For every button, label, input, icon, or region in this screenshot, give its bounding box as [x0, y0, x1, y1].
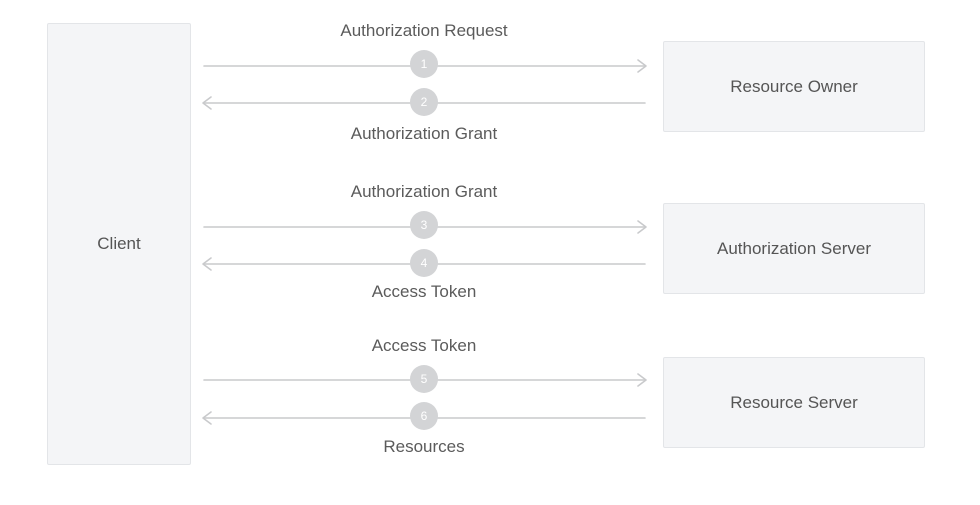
step-6-badge: 6	[410, 402, 438, 430]
flow-2-label: Authorization Grant	[350, 124, 498, 143]
client-box: Client	[47, 23, 191, 465]
flow-3-label: Authorization Grant	[350, 182, 498, 201]
authorization-server-label: Authorization Server	[716, 238, 872, 258]
step-2-badge: 2	[410, 88, 438, 116]
step-1-badge: 1	[410, 50, 438, 78]
arrow-3-head	[637, 220, 647, 234]
arrow-5-head	[637, 373, 647, 387]
resource-owner-box: Resource Owner	[663, 41, 925, 132]
arrow-2-head	[202, 96, 212, 110]
resource-owner-label: Resource Owner	[730, 76, 858, 96]
arrow-6-head	[202, 411, 212, 425]
flow-6-label: Resources	[383, 437, 465, 456]
arrow-4-head	[202, 257, 212, 271]
step-5-badge: 5	[410, 365, 438, 393]
authorization-server-box: Authorization Server	[663, 203, 925, 294]
flow-1-label: Authorization Request	[340, 21, 508, 40]
flow-5-label: Access Token	[371, 336, 477, 355]
arrow-1-head	[637, 59, 647, 73]
flow-4-label: Access Token	[371, 282, 477, 301]
client-label: Client	[97, 234, 141, 253]
step-4-badge: 4	[410, 249, 438, 277]
resource-server-box: Resource Server	[663, 357, 925, 448]
resource-server-label: Resource Server	[730, 392, 858, 412]
step-3-badge: 3	[410, 211, 438, 239]
